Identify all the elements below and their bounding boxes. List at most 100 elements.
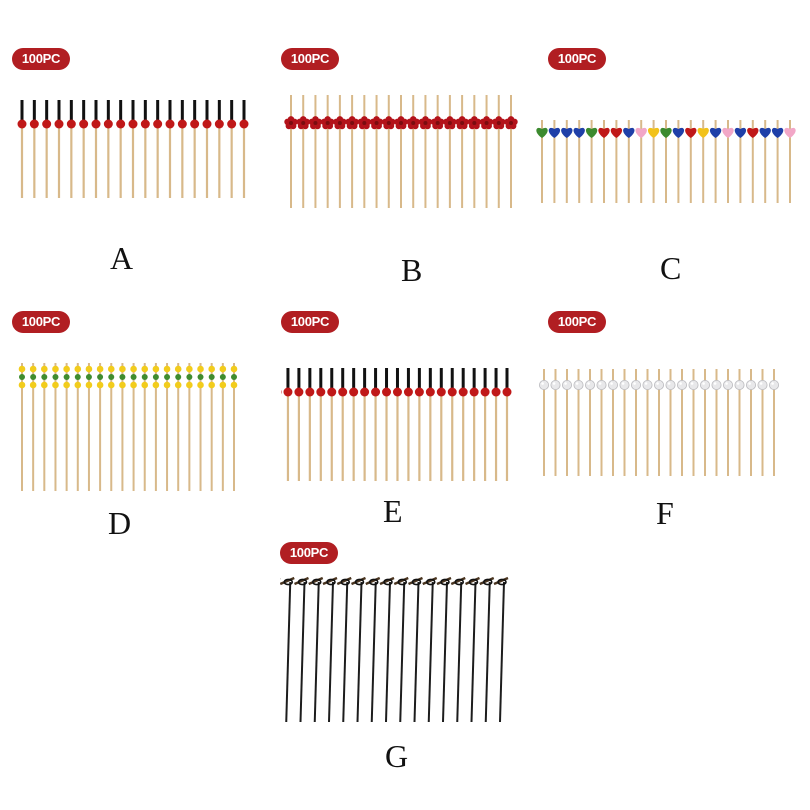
quantity-badge: 100PC: [12, 48, 70, 70]
skewer: [688, 369, 699, 476]
skewer: [365, 576, 381, 723]
skewer: [502, 368, 512, 481]
skewer: [345, 95, 359, 208]
skewer-set-image: [539, 369, 779, 476]
skewer: [283, 368, 293, 481]
quantity-badge: 100PC: [281, 311, 339, 333]
product-panel-f: 100PC F: [536, 311, 796, 581]
skewer: [608, 369, 619, 476]
skewer: [443, 95, 457, 208]
skewer: [631, 369, 642, 476]
skewer: [382, 95, 396, 208]
product-panel-d: 100PC D: [12, 311, 272, 581]
skewer: [598, 120, 610, 203]
skewer: [467, 95, 482, 208]
option-letter-label: F: [656, 495, 674, 531]
skewer: [316, 368, 326, 481]
skewer: [333, 95, 347, 208]
skewer: [676, 369, 687, 476]
skewer: [784, 120, 796, 203]
option-letter-label: E: [383, 493, 403, 529]
skewer-set-image: [18, 363, 238, 491]
skewer: [422, 576, 438, 723]
skewer: [491, 368, 501, 481]
option-letter-label: G: [385, 738, 409, 774]
skewer: [458, 368, 468, 481]
quantity-badge: 100PC: [12, 311, 70, 333]
product-panel-a: 100PC A: [12, 48, 272, 318]
skewer: [418, 95, 433, 208]
skewer: [665, 369, 676, 476]
skewer: [186, 363, 193, 491]
skewer-set-image: [281, 368, 512, 481]
skewer: [561, 369, 572, 476]
option-letter-label: A: [110, 240, 134, 276]
skewer: [709, 120, 722, 203]
skewer: [360, 368, 370, 481]
skewer: [379, 576, 395, 723]
skewer: [771, 120, 784, 203]
skewer: [536, 120, 548, 203]
skewer: [392, 368, 402, 481]
product-panel-g: 100PC G: [280, 542, 540, 810]
skewer: [635, 120, 647, 203]
skewer: [642, 369, 653, 476]
option-letter-label: D: [108, 505, 132, 541]
skewer: [239, 100, 249, 198]
skewer: [722, 120, 734, 203]
skewer: [141, 363, 149, 491]
skewer: [550, 369, 561, 476]
skewer: [349, 368, 359, 481]
skewer: [672, 120, 685, 203]
skewer: [745, 369, 756, 476]
skewer: [308, 576, 324, 723]
skewer: [406, 95, 420, 208]
skewer: [29, 100, 39, 198]
skewer: [479, 576, 495, 723]
skewer: [63, 363, 70, 491]
skewer: [480, 368, 490, 481]
skewer: [492, 95, 506, 208]
skewer: [430, 95, 445, 208]
skewer: [585, 369, 596, 476]
skewer: [351, 576, 366, 723]
skewer: [455, 95, 469, 208]
skewer: [177, 100, 187, 198]
skewer: [284, 95, 298, 208]
skewer: [685, 120, 697, 203]
skewer: [408, 576, 423, 723]
skewer: [103, 100, 113, 198]
skewer: [336, 576, 352, 723]
skewer: [548, 120, 561, 203]
skewer-set-image: [536, 120, 796, 203]
skewer: [214, 100, 224, 198]
skewer: [711, 369, 722, 476]
skewer: [320, 95, 335, 208]
skewer: [699, 369, 710, 476]
skewer: [140, 100, 150, 198]
skewer: [369, 95, 384, 208]
skewer: [116, 100, 126, 198]
skewer: [91, 100, 101, 198]
skewer: [414, 368, 424, 481]
skewer: [227, 100, 237, 198]
skewer: [371, 368, 381, 481]
skewer: [54, 100, 64, 198]
option-letter-label: C: [660, 250, 682, 286]
product-panel-b: 100PC B: [281, 48, 541, 318]
skewer: [654, 369, 665, 476]
skewer: [128, 100, 138, 198]
skewer: [165, 100, 175, 198]
skewer: [573, 369, 584, 476]
skewer: [219, 363, 227, 491]
skewer: [42, 100, 52, 198]
skewer: [52, 363, 59, 491]
skewer: [294, 576, 309, 723]
skewer: [17, 100, 27, 198]
skewer-set-image: [284, 95, 518, 208]
skewer: [610, 120, 623, 203]
skewer: [107, 363, 115, 491]
skewer: [296, 95, 310, 208]
skewer: [280, 576, 295, 723]
skewer: [573, 120, 585, 203]
